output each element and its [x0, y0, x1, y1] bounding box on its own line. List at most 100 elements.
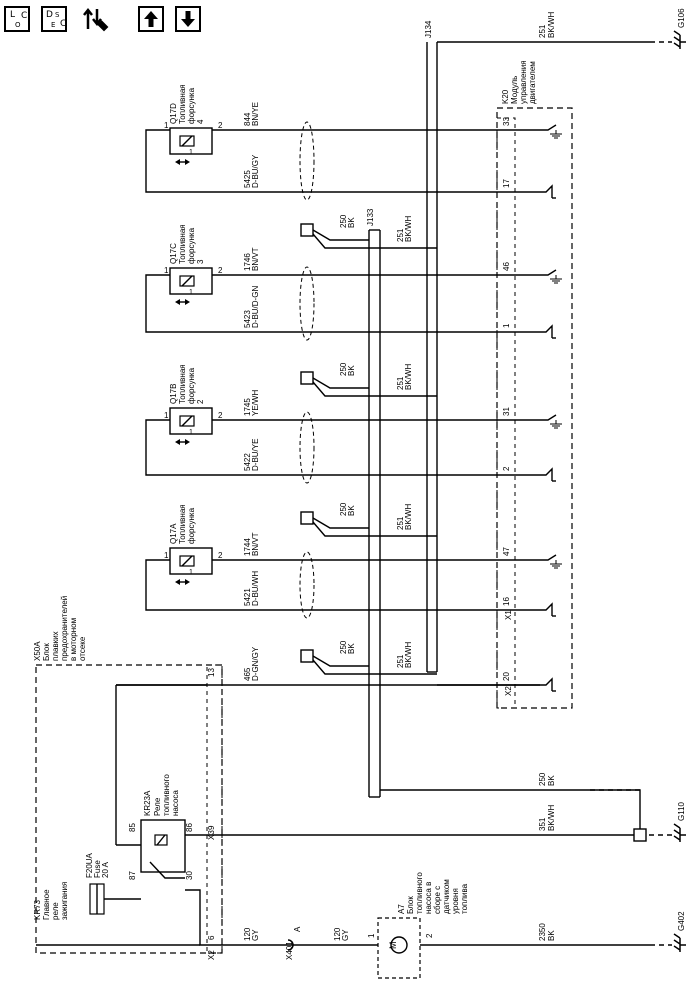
fuse-id: F20UA — [85, 852, 94, 878]
shield-color: BK — [347, 643, 356, 654]
relay-pin87: 87 — [128, 871, 137, 880]
x401-connector-icon — [287, 939, 294, 951]
injector-coil-slash — [181, 555, 193, 567]
module-pin-31: 31 — [502, 407, 511, 416]
ctrl-circuit: 844 — [243, 112, 252, 126]
feed-main-color: D-GN/GY — [251, 646, 260, 681]
relay-pin85: 85 — [128, 823, 137, 832]
relay-ctrl-circuit: 351 — [538, 817, 547, 831]
injector-Q17C-name-line: 3 — [196, 259, 205, 264]
location-button[interactable]: L O C — [4, 6, 30, 32]
feed-color: D-BU/D-GN — [251, 286, 260, 328]
feed-color: D-BU/GY — [251, 154, 260, 188]
injector-Q17B-name-line: Топливная — [178, 364, 187, 404]
pump-a7-name-line: датчиком — [442, 879, 451, 914]
shield-ground-wire — [312, 377, 369, 389]
g402-ground-icon — [673, 933, 686, 952]
pump-gnd-color: BK — [547, 930, 556, 941]
shield-drain-block — [300, 371, 314, 385]
inj-gnd-color: BK/WH — [404, 642, 413, 668]
desc-letter-c: C — [60, 19, 67, 29]
relay-coil-slash — [156, 834, 166, 846]
shield-drain-block — [300, 223, 314, 237]
module-k20-box — [496, 107, 573, 709]
injector-pin2: 2 — [218, 411, 223, 420]
module-switch — [540, 602, 553, 616]
module-pin-2: 2 — [502, 466, 511, 471]
ctrl-color: BN/VT — [251, 532, 260, 556]
injector-inner-pin: 1 — [189, 429, 193, 436]
shield-drain-block — [300, 511, 314, 525]
g106-ground-icon — [673, 30, 686, 49]
pump-a7-name-line: топливного — [415, 872, 424, 914]
injector-nozzle-icon — [175, 579, 190, 585]
pump-a7-name-line: Блок — [406, 896, 415, 914]
shield-oval — [299, 266, 315, 341]
relay-pin86: 86 — [185, 823, 194, 832]
module-switch — [540, 467, 553, 481]
injector-coil-slash — [181, 135, 193, 147]
injector-Q17B-id: Q17B — [169, 384, 178, 404]
motor-letter: M — [388, 942, 398, 950]
module-switch — [540, 269, 557, 276]
desc-letter-d: D — [46, 10, 53, 20]
g110-ground-icon — [673, 823, 686, 842]
relay-kr23a-name-line: топливного — [162, 774, 171, 816]
shield-drain-block — [300, 649, 314, 663]
top-gnd-color: BK/WH — [547, 12, 556, 38]
fuse-block-pin6: 6 — [207, 935, 216, 940]
injector-feed-wire — [145, 274, 540, 333]
module-pin-46: 46 — [502, 262, 511, 271]
arrow-down-button[interactable] — [175, 6, 201, 32]
wrench-up-down-icon[interactable] — [81, 5, 109, 33]
relay-kr23a-id: KR23A — [143, 790, 152, 816]
injector-Q17D-name-line: форсунка — [187, 87, 196, 124]
pump-motor-icon — [390, 936, 408, 954]
description-button[interactable]: D E S C — [41, 6, 67, 32]
module-k20-id: K20 — [501, 89, 510, 104]
inj-gnd-circuit: 251 — [396, 228, 405, 242]
injector-nozzle-icon — [175, 299, 190, 305]
injector-inner-pin: 1 — [189, 569, 193, 576]
module-pin-47: 47 — [502, 547, 511, 556]
arrow-up-button[interactable] — [138, 6, 164, 32]
x3-label: X3 — [207, 830, 216, 840]
desc-letter-s: S — [55, 11, 60, 19]
inj-gnd-color: BK/WH — [404, 504, 413, 530]
injector-Q17C-name-line: Топливная — [178, 224, 187, 264]
shield-color: BK — [347, 365, 356, 376]
g402-ground-icon-label: G402 — [677, 911, 686, 931]
fuse-label: Fuse — [93, 860, 102, 878]
module-switch — [540, 554, 557, 561]
injector-inner-pin: 1 — [189, 289, 193, 296]
shield-circuit: 250 — [339, 214, 348, 228]
pump-a7-name-line: сборе с — [433, 886, 442, 914]
module-pin-1: 1 — [502, 323, 511, 328]
fuse-block-name-line: Блок — [42, 643, 51, 661]
relay-ctrl-color: BK/WH — [547, 805, 556, 831]
x401-label: X401 — [285, 941, 294, 960]
relay-kr73-id: KR73 — [33, 899, 42, 920]
injector-Q17B-name-line: форсунка — [187, 367, 196, 404]
module-switch — [540, 184, 553, 198]
inj-gnd-color: BK/WH — [404, 216, 413, 242]
module-ground-icon — [550, 560, 562, 569]
module-switch — [540, 677, 553, 691]
inj-gnd-circuit: 251 — [396, 654, 405, 668]
injector-Q17C-name-line: форсунка — [187, 227, 196, 264]
fuse-block-name-line: предохранителей — [60, 596, 69, 661]
injector-feed-wire — [145, 129, 540, 193]
injector-ground-wire — [312, 659, 437, 675]
wire-pump-feed — [185, 889, 378, 946]
injector-feed-wire — [145, 419, 540, 476]
pump-a7-name-line: насоса в — [424, 882, 433, 914]
shield-ground-wire — [312, 655, 369, 667]
wire-bus-ground — [380, 789, 641, 829]
ctrl-circuit: 1746 — [243, 253, 252, 271]
module-ground-icon — [550, 130, 562, 139]
injector-ground-wire — [312, 233, 437, 249]
fuse-block-pin13: 13 — [207, 668, 216, 677]
module-switch — [540, 324, 553, 338]
shield-ground-wire — [312, 517, 369, 529]
x1-label: X1 — [504, 610, 513, 620]
